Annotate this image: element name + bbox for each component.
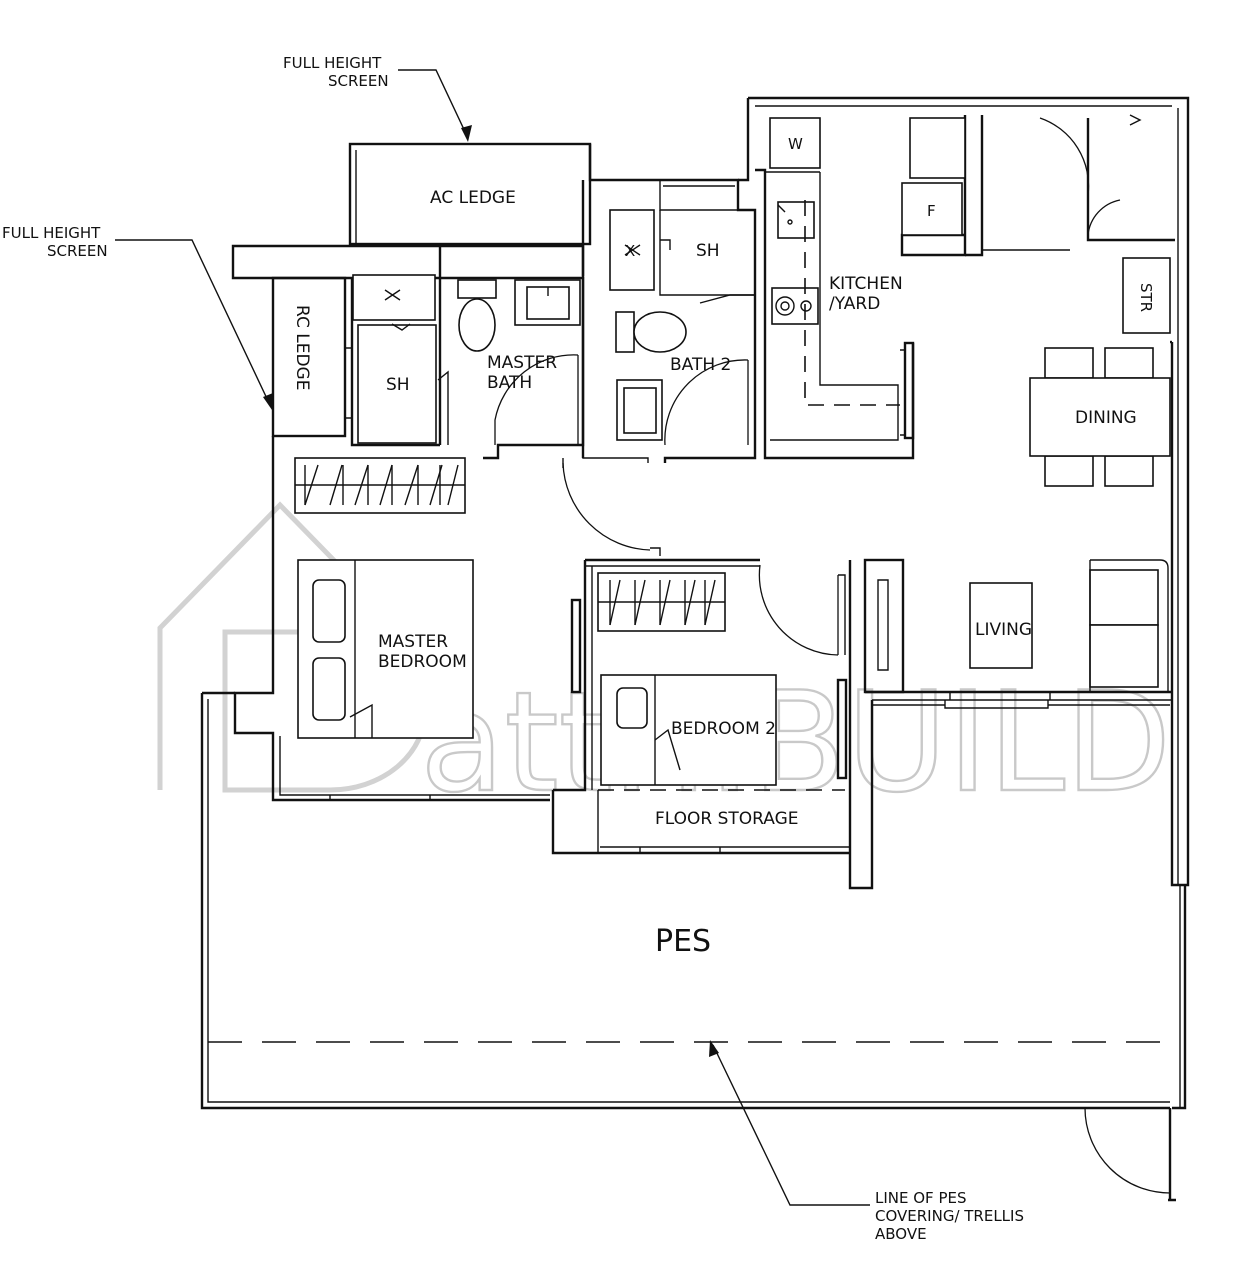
store-label: STR [1137,283,1155,312]
master-bath [350,274,649,463]
master-bath-label-1: MASTER [487,353,557,373]
bath-2 [581,178,757,463]
kitchen-label-1: KITCHEN [829,274,903,294]
washer-label: W [788,135,803,153]
bath2-label: BATH 2 [670,355,731,375]
floor-storage-label: FLOOR STORAGE [655,809,799,829]
kitchen-label-2: /YARD [829,294,880,314]
dining-label: DINING [1075,408,1137,428]
trellis-note-2: COVERING/ TRELLIS [875,1207,1024,1225]
living [969,559,1169,692]
trellis-note-1: LINE OF PES [875,1189,967,1207]
bedroom2-label: BEDROOM 2 [671,719,776,739]
kitchen [755,114,1175,460]
watermark-text: attri.BUILD [420,662,1171,823]
screen-left-note-1: FULL HEIGHT [2,224,101,242]
rc-ledge-label: RC LEDGE [292,305,312,390]
master-bedroom-label-1: MASTER [378,632,448,652]
master-bedroom-label-2: BEDROOM [378,652,467,672]
trellis-note-3: ABOVE [875,1225,927,1243]
master-bath-shower-label: SH [386,375,410,395]
living-label: LIVING [975,620,1032,640]
master-bath-label-2: BATH [487,373,532,393]
screen-top-note-2: SCREEN [328,72,389,90]
dining [1029,340,1172,487]
screen-left-note-2: SCREEN [47,242,108,260]
bath2-shower-label: SH [696,241,720,261]
pes-boundary [200,691,1187,1202]
master-bedroom [294,457,661,739]
room-labels: AC LEDGE RC LEDGE MASTER BATH SH X BATH … [292,135,1155,959]
master-bath-wc-mark: X [625,242,635,260]
ac-ledge-label: AC LEDGE [430,188,516,208]
fridge-label: F [927,202,936,220]
bedroom-2 [553,558,848,853]
screen-top-note-1: FULL HEIGHT [283,54,382,72]
pes-label: PES [655,924,711,959]
annotations: FULL HEIGHT SCREEN FULL HEIGHT SCREEN LI… [2,54,1024,1243]
watermark-logo: attri.BUILD [157,501,1172,824]
